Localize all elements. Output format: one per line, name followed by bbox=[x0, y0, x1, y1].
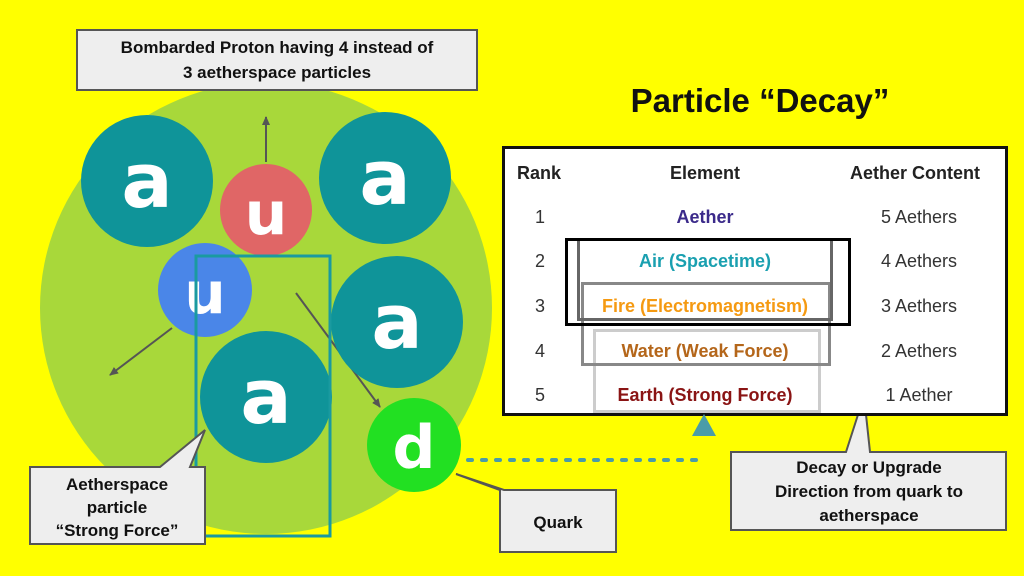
rank-cell: 4 bbox=[535, 341, 546, 361]
decay-callout-line2: Direction from quark to bbox=[775, 482, 963, 501]
quark-callout-label: Quark bbox=[533, 513, 583, 532]
header-aether-content: Aether Content bbox=[850, 163, 980, 183]
rank-cell: 5 bbox=[535, 385, 546, 405]
down-quark: d bbox=[367, 398, 461, 492]
aether-particle-top-right: a bbox=[319, 112, 451, 244]
down-quark-letter: d bbox=[393, 413, 436, 483]
aether-particle-center: a bbox=[200, 331, 332, 463]
highlight-box-spacetime bbox=[565, 238, 851, 326]
decay-table: Rank Element Aether Content 1 Aether 5 A… bbox=[502, 146, 1008, 416]
aether-content-cell: 5 Aethers bbox=[880, 207, 958, 227]
proton-callout-line1: Bombarded Proton having 4 instead of bbox=[121, 38, 434, 57]
aether-particle-right: a bbox=[331, 256, 463, 388]
highlight-box-strong bbox=[593, 329, 821, 413]
aether-letter: a bbox=[240, 352, 291, 441]
aether-content-cell: 3 Aethers bbox=[880, 296, 958, 316]
element-cell: Water (Weak Force) bbox=[621, 341, 789, 361]
up-quark-letter: u bbox=[184, 259, 225, 327]
header-rank: Rank bbox=[517, 163, 562, 183]
strong-force-callout-line1: Aetherspace bbox=[66, 475, 168, 494]
decay-callout-line3: aetherspace bbox=[819, 506, 918, 525]
strong-force-callout-line3: “Strong Force” bbox=[56, 521, 179, 540]
header-element: Element bbox=[669, 163, 741, 183]
aether-particle-top-left: a bbox=[81, 115, 213, 247]
page-title: Particle “Decay” bbox=[630, 82, 890, 119]
aether-letter: a bbox=[359, 133, 410, 222]
proton-callout-line2: 3 aetherspace particles bbox=[183, 63, 371, 82]
table-pointer-icon bbox=[692, 414, 716, 436]
aether-letter: a bbox=[121, 136, 172, 225]
element-cell: Earth (Strong Force) bbox=[617, 385, 793, 405]
strong-force-highlight-box bbox=[194, 254, 332, 538]
up-quark-left: u bbox=[158, 243, 252, 337]
proton-callout: Bombarded Proton having 4 instead of 3 a… bbox=[76, 29, 478, 91]
strong-force-callout-line2: particle bbox=[87, 498, 147, 517]
decay-callout: Decay or Upgrade Direction from quark to… bbox=[730, 395, 1007, 531]
quark-callout: Quark bbox=[455, 473, 617, 553]
rank-cell: 1 bbox=[535, 207, 546, 227]
aether-letter: a bbox=[371, 277, 422, 366]
strong-force-callout: Aetherspace particle “Strong Force” bbox=[29, 429, 206, 545]
rank-cell: 2 bbox=[535, 251, 546, 271]
aether-content-cell: 4 Aethers bbox=[880, 251, 958, 271]
element-cell: Air (Spacetime) bbox=[638, 251, 772, 271]
arrow-left-down bbox=[109, 327, 173, 376]
element-cell: Fire (Electromagnetism) bbox=[601, 296, 809, 316]
rank-cell: 3 bbox=[535, 296, 546, 316]
aether-content-cell: 2 Aethers bbox=[880, 341, 958, 361]
up-quark-letter: u bbox=[245, 179, 288, 249]
element-cell: Aether bbox=[676, 207, 734, 227]
decay-callout-line1: Decay or Upgrade bbox=[796, 458, 942, 477]
up-quark-top: u bbox=[220, 164, 312, 256]
aether-content-cell: 1 Aether bbox=[885, 385, 953, 405]
